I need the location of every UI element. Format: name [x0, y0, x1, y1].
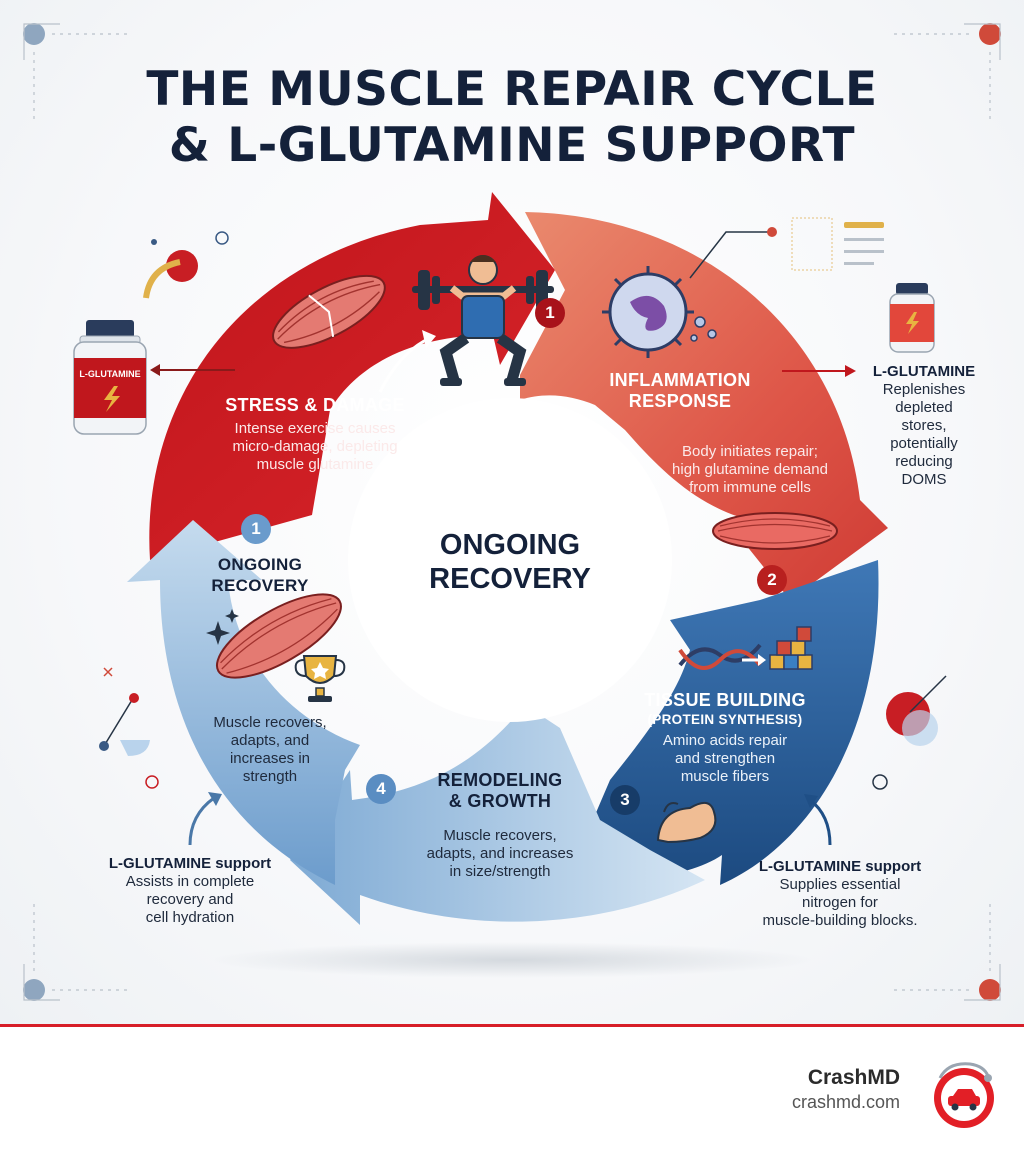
dna-protein-icon	[678, 626, 813, 670]
segment-remodeling-growth	[290, 705, 705, 925]
arrow-head-icon	[208, 792, 222, 806]
brand-url[interactable]: crashmd.com	[791, 1092, 900, 1112]
arrow-head-icon	[422, 330, 436, 348]
stage-heading-2: (PROTEIN SYNTHESIS)	[647, 712, 803, 727]
immune-cell-icon	[602, 227, 777, 358]
corner-ornaments	[23, 23, 1001, 1001]
crashmd-logo-icon	[934, 1062, 994, 1128]
arrow-head-icon	[804, 794, 818, 808]
diagram-shadow	[212, 942, 812, 978]
supplement-bottle-left-icon	[73, 320, 147, 435]
title-line-2: & L-GLUTAMINE SUPPORT	[168, 118, 856, 173]
stage-heading: STRESS & DAMAGE	[225, 395, 405, 415]
stage-ongoing-body: Muscle recovers, adapts, and increases i…	[213, 714, 327, 785]
stage-inflammation-response: INFLAMMATION RESPONSE	[570, 370, 790, 412]
stage-heading-2: RESPONSE	[628, 391, 732, 411]
stage-body: Amino acids repair and strengthen muscle…	[662, 732, 788, 785]
segment-ongoing-recovery	[127, 520, 360, 885]
segment-stress-damage	[149, 192, 555, 560]
flexed-arm-icon	[656, 801, 717, 844]
muscle-fiber-icon	[712, 512, 838, 550]
supplement-bottle-right-icon	[889, 283, 935, 353]
title-line-1: THE MUSCLE REPAIR CYCLE	[146, 62, 878, 117]
arrow-head-icon	[845, 365, 856, 377]
arrow-head-icon	[150, 364, 160, 376]
center-label: ONGOING RECOVERY	[410, 528, 610, 596]
callout-bottom-left: L-GLUTAMINE support Assists in complete …	[95, 855, 285, 927]
trophy-icon	[294, 655, 346, 702]
callout-heading: L-GLUTAMINE support	[758, 858, 922, 875]
stage-remodeling-growth: REMODELING & GROWTH	[400, 770, 600, 812]
weightlifter-icon	[412, 255, 554, 386]
stage-heading-2: RECOVERY	[211, 576, 309, 595]
stage-number-stress: 1	[535, 298, 565, 328]
callout-right: L-GLUTAMINE Replenishes depleted stores,…	[852, 363, 996, 489]
callout-heading: L-GLUTAMINE support	[108, 855, 272, 872]
stage-tissue-building: TISSUE BUILDING (PROTEIN SYNTHESIS) Amin…	[625, 690, 825, 786]
callout-heading: L-GLUTAMINE	[872, 363, 976, 380]
stage-heading: REMODELING	[437, 770, 563, 790]
stage-number-ongoing: 1	[241, 514, 271, 544]
support-arrow-left	[188, 796, 215, 846]
bottle-label: L-GLUTAMINE	[79, 369, 141, 379]
stage-heading: TISSUE BUILDING	[644, 690, 806, 710]
torn-muscle-icon	[272, 274, 386, 349]
decorative-shapes	[99, 217, 947, 790]
page-title: THE MUSCLE REPAIR CYCLE & L-GLUTAMINE SU…	[0, 62, 1024, 174]
center-label-line-2: RECOVERY	[429, 563, 591, 595]
stage-body: Intense exercise causes micro-damage, de…	[232, 420, 398, 473]
stage-heading-2: & GROWTH	[448, 791, 552, 811]
stage-number-inflammation: 2	[757, 565, 787, 595]
cycle-diagram	[23, 23, 1001, 1001]
center-label-line-1: ONGOING	[439, 529, 581, 561]
stage-ongoing-recovery: ONGOING RECOVERY	[185, 554, 335, 596]
stage-number-tissue: 3	[610, 785, 640, 815]
callout-bottom-right: L-GLUTAMINE support Supplies essential n…	[735, 858, 945, 930]
recovered-muscle-icon	[215, 593, 342, 679]
center-disc	[348, 398, 672, 722]
stage-heading: ONGOING	[217, 555, 303, 574]
stage-inflammation-body: Body initiates repair; high glutamine de…	[672, 443, 828, 496]
footer-divider	[0, 1024, 1024, 1027]
brand-name: CrashMD	[807, 1066, 900, 1089]
stage-remodeling-body: Muscle recovers, adapts, and increases i…	[426, 827, 574, 880]
brand-block: CrashMD crashmd.com	[792, 1066, 900, 1114]
stage-stress-damage: STRESS & DAMAGE Intense exercise causes …	[190, 395, 440, 474]
stage-heading: INFLAMMATION	[609, 370, 751, 390]
sparkle-icon	[206, 609, 239, 645]
stage-number-remodeling: 4	[366, 774, 396, 804]
